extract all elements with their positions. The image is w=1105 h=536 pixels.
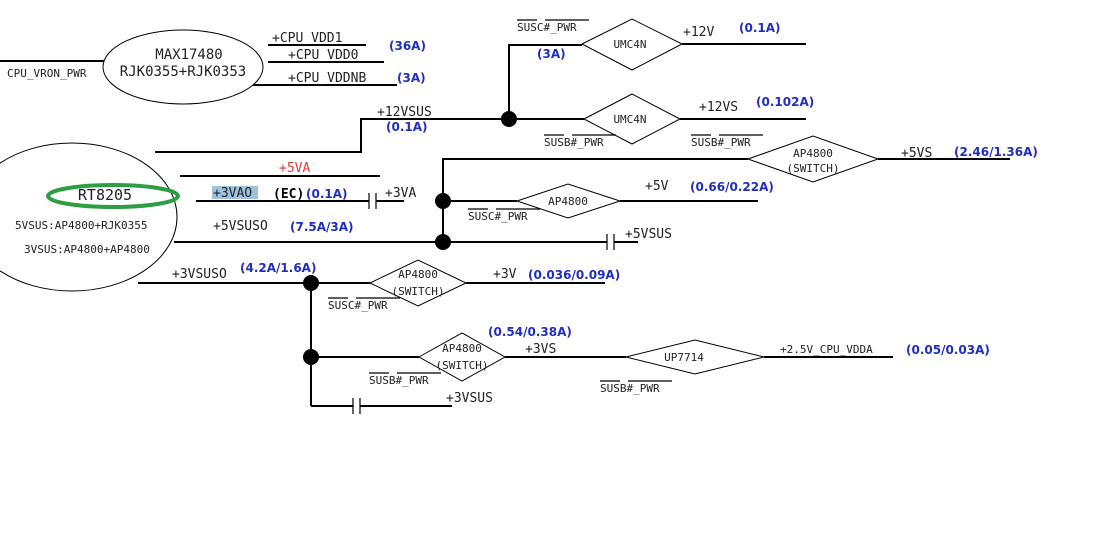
p3vsuso-junction-upper	[303, 275, 319, 291]
p12vsus-wire	[155, 118, 584, 153]
p12vsus-junction	[501, 111, 517, 127]
cpu-vdd0-current: (36A)	[389, 39, 426, 53]
max17480-fets-label: RJK0355+RJK0353	[120, 64, 246, 80]
p12vsus-label: +12VSUS	[377, 105, 432, 120]
max17480-label: MAX17480	[155, 47, 222, 63]
p3v-label: +3V	[493, 267, 517, 282]
cpu-vdd1-label: +CPU_VDD1	[272, 31, 342, 46]
p5v-current: (0.66/0.22A)	[690, 180, 774, 194]
p5vsus-label: +5VSUS	[625, 227, 672, 242]
cpu-vddnb-label: +CPU_VDDNB	[288, 71, 366, 86]
p12vs-current: (0.102A)	[756, 95, 814, 109]
p5vsuso-label: +5VSUSO	[213, 219, 268, 234]
ap4800-3vs-switch-label: (SWITCH)	[436, 359, 489, 372]
ap4800-3vs-chip	[417, 332, 507, 382]
p5vs-current: (2.46/1.36A)	[954, 145, 1038, 159]
susc-pwr-5v-label: SUSC#_PWR	[468, 210, 528, 223]
p3vsuso-label: +3VSUSO	[172, 267, 227, 282]
susb-pwr-up7714-label: SUSB#_PWR	[600, 382, 660, 395]
max17480-chip	[102, 29, 264, 105]
p12vsus-current: (0.1A)	[386, 120, 428, 134]
p5vsuso-current: (7.5A/3A)	[290, 220, 354, 234]
p5vsus-junction-lower	[435, 234, 451, 250]
p5vsus-junction-upper	[435, 193, 451, 209]
rt8205-highlight-mark	[46, 183, 180, 209]
susb-pwr-5vs-label: SUSB#_PWR	[691, 136, 751, 149]
p5va-label: +5VA	[279, 161, 310, 176]
rt8205-label: RT8205	[78, 186, 132, 204]
p12v-current: (0.1A)	[739, 21, 781, 35]
up7714-label: UP7714	[664, 351, 704, 364]
rt8205-5vsus-note: 5VSUS:AP4800+RJK0355	[15, 219, 147, 232]
p3va-label: +3VA	[385, 186, 416, 201]
p12v-label: +12V	[683, 25, 714, 40]
p25v-cpu-vdda-label: +2.5V_CPU_VDDA	[780, 343, 873, 356]
cpu-vron-pwr-label: CPU_VRON_PWR	[7, 67, 87, 80]
p3vsus-label: +3VSUS	[446, 391, 493, 406]
rt8205-3vsus-note: 3VSUS:AP4800+AP4800	[24, 243, 150, 256]
susc-pwr-top-label: SUSC#_PWR	[517, 21, 577, 34]
p3vsuso-junction-lower	[303, 349, 319, 365]
umc-top-input-wire	[508, 44, 582, 119]
cpu-vddnb-current: (3A)	[397, 71, 426, 85]
p3vao-label: +3VAO	[213, 186, 252, 201]
p5vsus-bus-wire	[442, 158, 748, 242]
p3vao-current: (0.1A)	[306, 187, 348, 201]
umc-input-current: (3A)	[537, 47, 566, 61]
umc4n-bottom-label: UMC4N	[613, 113, 646, 126]
p3vs-current: (0.54/0.38A)	[488, 325, 572, 339]
p3vsuso-current: (4.2A/1.6A)	[240, 261, 316, 275]
rt8205-chip	[0, 142, 178, 292]
susb-pwr-umc-label: SUSB#_PWR	[544, 136, 604, 149]
ap4800-3v-switch-label: (SWITCH)	[392, 285, 445, 298]
susc-pwr-3v-label: SUSC#_PWR	[328, 299, 388, 312]
ap4800-5vs-switch-label: (SWITCH)	[787, 162, 840, 175]
susb-pwr-3vs-label: SUSB#_PWR	[369, 374, 429, 387]
ap4800-3v-label: AP4800	[398, 268, 438, 281]
ap4800-5vs-label: AP4800	[793, 147, 833, 160]
umc4n-top-label: UMC4N	[613, 38, 646, 51]
p25v-current: (0.05/0.03A)	[906, 343, 990, 357]
cpu-vdd0-label: +CPU_VDD0	[288, 48, 358, 63]
p3vao-highlight	[212, 186, 258, 199]
p5vs-label: +5VS	[901, 146, 932, 161]
p3v-current: (0.036/0.09A)	[528, 268, 620, 282]
ec-label: (EC)	[273, 187, 304, 202]
p3vs-label: +3VS	[525, 342, 556, 357]
p12vs-label: +12VS	[699, 100, 738, 115]
p5v-label: +5V	[645, 179, 669, 194]
ap4800-5v-label: AP4800	[548, 195, 588, 208]
ap4800-3vs-label: AP4800	[442, 342, 482, 355]
